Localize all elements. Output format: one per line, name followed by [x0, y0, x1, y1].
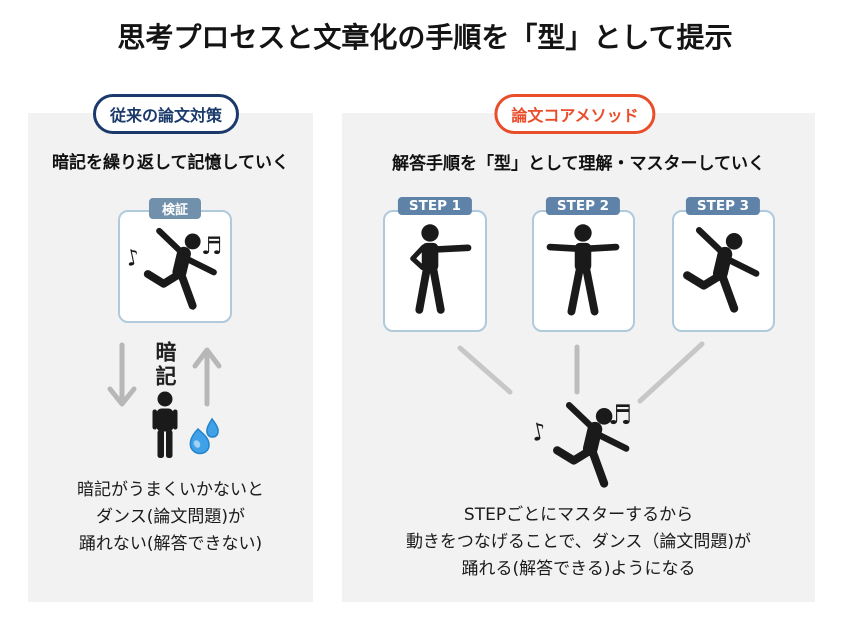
left-caption: 暗記がうまくいかないと ダンス(論文問題)が 踊れない(解答できない) [28, 477, 313, 558]
akimbo-person-icon [410, 224, 472, 314]
music-note-double-icon-left: ♬ [201, 232, 223, 260]
left-caption-line-1: 暗記がうまくいかないと [77, 480, 264, 500]
dancer-icon-result [553, 402, 630, 488]
left-panel-heading: 暗記を繰り返して記憶していく [52, 153, 289, 173]
step1-tag: STEP 1 [397, 197, 473, 215]
tpose-person-icon [546, 224, 620, 316]
right-caption-line-1: STEPごとにマスターするから [463, 505, 694, 525]
right-caption: STEPごとにマスターするから 動きをつなげることで、ダンス（論文問題)が 踊れ… [342, 502, 815, 583]
standing-person-icon [152, 391, 178, 458]
memorization-label: 暗記 [153, 341, 177, 389]
verification-tag: 検証 [148, 198, 202, 219]
converging-lines [457, 341, 705, 404]
step2-tag: STEP 2 [545, 197, 621, 215]
cycle-arrows [107, 342, 222, 407]
sweat-drops-icon [189, 417, 219, 455]
verification-card [118, 210, 232, 323]
dancer-icon-step3 [683, 227, 760, 313]
music-note-double-icon-right: ♬ [608, 400, 633, 431]
left-caption-line-3: 踊れない(解答できない) [78, 534, 263, 554]
right-caption-line-3: 踊れる(解答できる)ようになる [461, 559, 696, 579]
page-title: 思考プロセスと文章化の手順を「型」として提示 [117, 21, 733, 54]
traditional-method-panel [28, 113, 313, 602]
right-caption-line-2: 動きをつなげることで、ダンス（論文問題)が [405, 532, 752, 552]
dancer-icon-verification [143, 227, 217, 310]
traditional-method-badge: 従来の論文対策 [92, 94, 240, 134]
left-caption-line-2: ダンス(論文問題)が [96, 507, 245, 527]
step3-tag: STEP 3 [685, 197, 761, 215]
core-method-badge: 論文コアメソッド [494, 94, 656, 134]
right-panel-heading: 解答手順を「型」として理解・マスターしていく [392, 154, 765, 174]
